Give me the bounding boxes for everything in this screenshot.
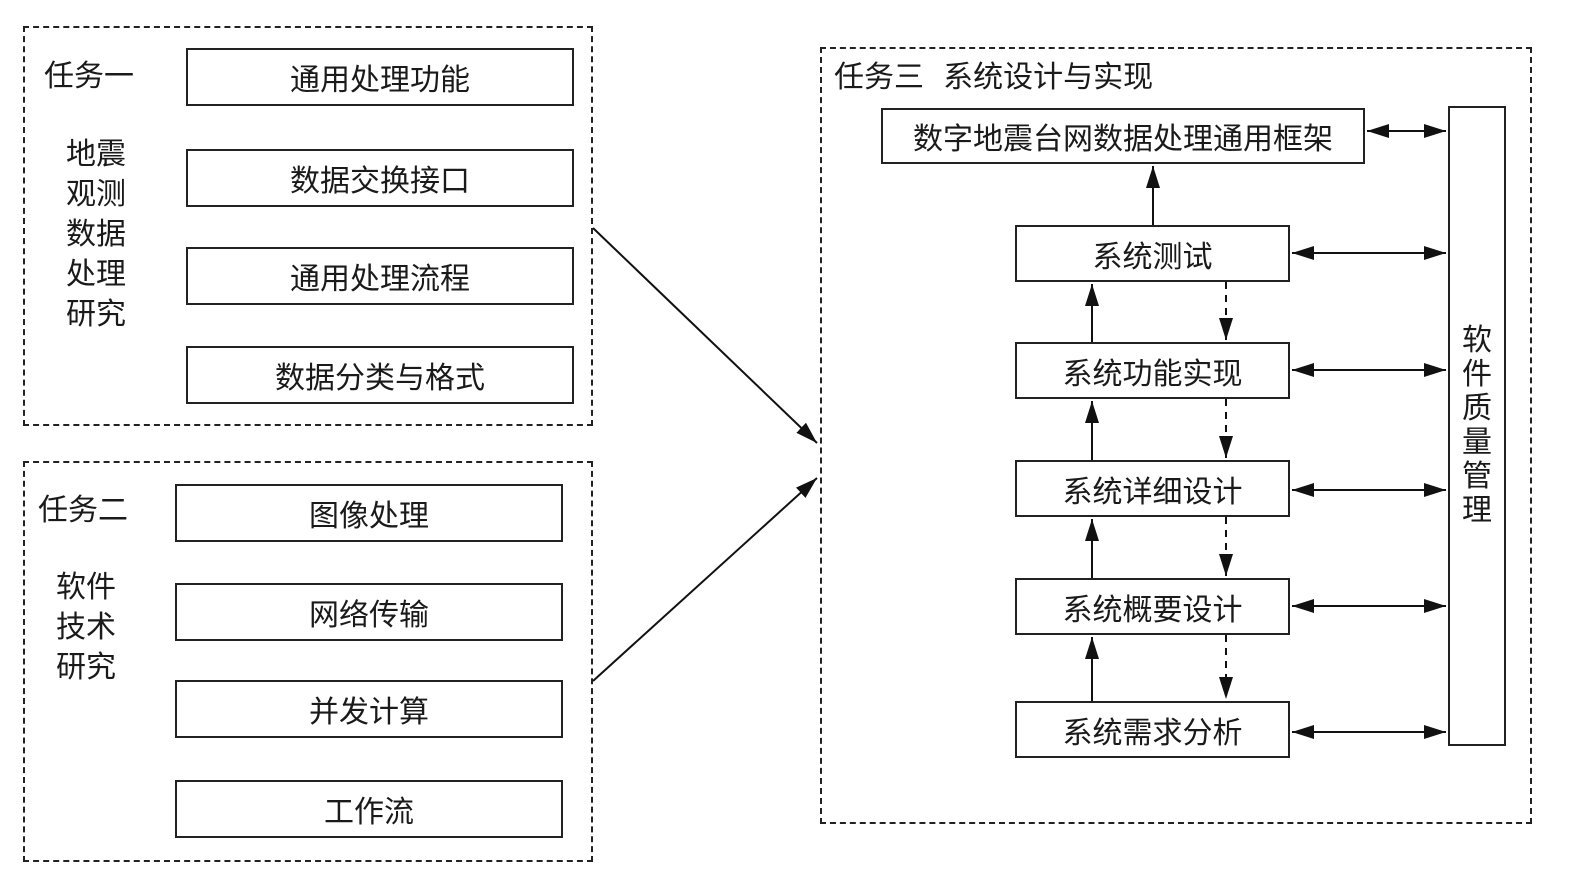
arrow-task2-to-task3 — [592, 477, 818, 682]
task1-item-general-functions: 通用处理功能 — [186, 48, 574, 106]
stage-detailed-design: 系统详细设计 — [1015, 460, 1290, 517]
stage-outline-design: 系统概要设计 — [1015, 578, 1290, 635]
task2-item-image-processing: 图像处理 — [175, 484, 563, 542]
task1-group — [23, 26, 593, 426]
task2-item-workflow: 工作流 — [175, 780, 563, 838]
arrow-task1-to-task3 — [592, 227, 818, 444]
task1-side-label: 地震观测数据处理研究 — [66, 137, 126, 332]
task2-item-network-transmission: 网络传输 — [175, 583, 563, 641]
task1-item-data-format: 数据分类与格式 — [186, 346, 574, 404]
framework-box: 数字地震台网数据处理通用框架 — [881, 108, 1365, 164]
task1-item-data-exchange: 数据交换接口 — [186, 149, 574, 207]
quality-management-box: 软件质量管理 — [1448, 106, 1506, 746]
task3-group — [820, 47, 1532, 824]
stage-system-test: 系统测试 — [1015, 225, 1290, 282]
task2-side-label: 软件技术研究 — [56, 570, 116, 685]
task2-title: 任务二 — [38, 493, 128, 528]
task1-item-general-flow: 通用处理流程 — [186, 247, 574, 305]
stage-function-implementation: 系统功能实现 — [1015, 342, 1290, 399]
task2-item-concurrent-computing: 并发计算 — [175, 680, 563, 738]
task2-group — [23, 461, 593, 862]
task3-title: 任务三 系统设计与实现 — [834, 60, 1154, 95]
task1-title: 任务一 — [44, 59, 134, 94]
stage-requirements-analysis: 系统需求分析 — [1015, 701, 1290, 758]
